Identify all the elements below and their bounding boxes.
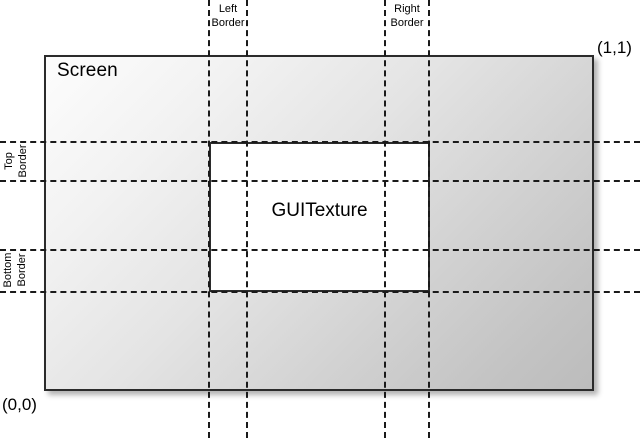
guitexture-label: GUITexture (271, 200, 368, 221)
guitexture-rectangle (209, 142, 430, 292)
bottom-border-label-line1: Bottom (2, 252, 14, 288)
right-border-label-line2: Border (390, 17, 424, 29)
guide-vertical-left-inner (246, 0, 248, 438)
guide-horizontal-bottom-inner (0, 249, 640, 251)
left-border-label: Left Border (210, 2, 246, 30)
guide-horizontal-top-outer (0, 141, 640, 143)
right-border-label-line1: Right (394, 3, 420, 15)
guide-vertical-right-inner (384, 0, 386, 438)
left-border-label-line1: Left (218, 3, 238, 15)
top-border-label-line2: Border (17, 144, 29, 178)
top-border-label: Top Border (2, 142, 30, 180)
guide-horizontal-bottom-outer (0, 291, 640, 293)
left-border-label-line2: Border (211, 17, 245, 29)
screen-label: Screen (57, 60, 118, 81)
guide-horizontal-top-inner (0, 180, 640, 182)
right-border-label: Right Border (386, 2, 428, 30)
coordinate-bottom-left: (0,0) (2, 395, 37, 414)
top-border-label-line1: Top (3, 152, 15, 170)
bottom-border-label-line2: Border (16, 253, 28, 287)
bottom-border-label: Bottom Border (1, 249, 29, 291)
guide-vertical-right-outer (428, 0, 430, 438)
guide-vertical-left-outer (208, 0, 210, 438)
coordinate-top-right: (1,1) (597, 38, 632, 57)
